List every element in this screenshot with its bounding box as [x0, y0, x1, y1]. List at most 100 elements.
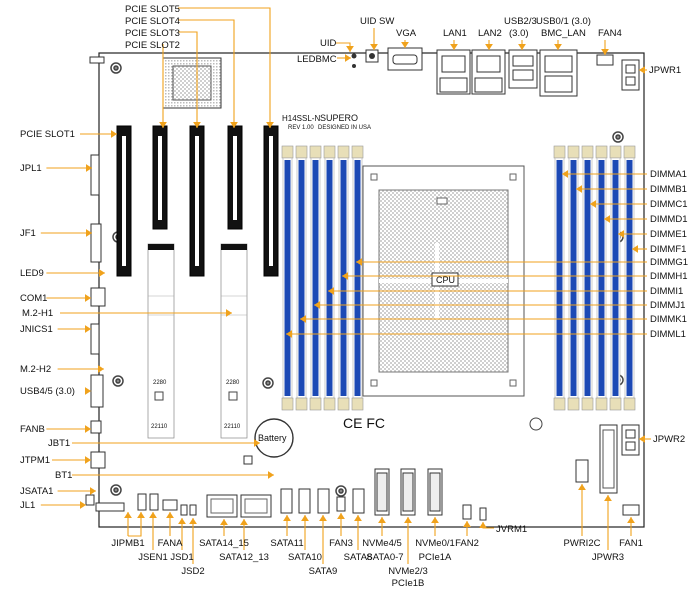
fan4-label: FAN4 [598, 28, 622, 39]
leader-arrowhead [85, 425, 91, 433]
jpwr3-label: JPWR3 [592, 552, 624, 563]
usb01-label: USB0/1 (3.0) [536, 16, 591, 27]
fanb-header [90, 420, 102, 434]
nvme23-label: NVMe2/3 [388, 566, 428, 577]
jtpm1-header [90, 451, 106, 469]
leader-arrowhead [124, 512, 132, 518]
pcie-slot2-label: PCIE SLOT2 [125, 40, 180, 51]
m2-h2-label: M.2-H2 [20, 364, 51, 375]
jsd1-label: JSD1 [170, 552, 193, 563]
usb45-header [90, 374, 104, 408]
leader-arrowhead [300, 315, 306, 323]
jpwr3-connector [599, 424, 618, 494]
fan2-label: FAN2 [455, 538, 479, 549]
uid-led [351, 53, 357, 59]
ledbmc-led [352, 64, 356, 68]
leader-arrowhead [99, 269, 105, 277]
dimm-slot-left-1 [281, 145, 294, 411]
leader-arrowhead [328, 287, 334, 295]
leader-arrowhead [137, 512, 145, 518]
leader-arrowhead [576, 185, 582, 193]
leader-arrowhead [319, 515, 327, 521]
pcie-slot4-leader [178, 19, 235, 128]
leader-arrowhead [193, 122, 201, 128]
nvme45-label: NVMe4/5 [362, 538, 402, 549]
leader-arrowhead [485, 44, 493, 50]
sata11-label: SATA11 [270, 538, 303, 549]
sata12-13-label: SATA12_13 [219, 552, 269, 563]
sata14-15-label: SATA14_15 [199, 538, 249, 549]
pcie-slot3-leader [178, 31, 198, 128]
uid-label: UID [320, 38, 337, 49]
fan3-header [336, 496, 346, 512]
bmc-chip-core [172, 65, 212, 101]
jtpm1-label: JTPM1 [20, 455, 50, 466]
nvme-connectors [374, 468, 443, 516]
leader-arrowhead [632, 245, 638, 253]
leader-arrowhead [479, 522, 487, 528]
com1-header [90, 287, 106, 307]
board-rev: REV 1.00 [288, 125, 314, 131]
m2-slot-h2: 2280 22110 [220, 243, 248, 439]
jsata1-header [95, 502, 125, 512]
leader-arrowhead [268, 471, 274, 479]
leader-arrowhead [450, 44, 458, 50]
dimmd1-label: DIMMD1 [650, 214, 687, 225]
board-brand: SUPERO [320, 113, 358, 123]
jpwr2-connector [621, 424, 640, 456]
leader-arrowhead [378, 517, 386, 523]
dimmf1-label: DIMMF1 [650, 244, 686, 255]
jsata1-label: JSATA1 [20, 486, 53, 497]
jipmb1-branch-leader [128, 512, 142, 537]
board-model: H14SSL-N [282, 114, 320, 123]
dimmh1-label: DIMMH1 [650, 271, 687, 282]
dimm-slot-left-4 [323, 145, 336, 411]
recycle-mark [529, 417, 543, 431]
leader-arrowhead [86, 164, 92, 172]
leader-arrowhead [254, 439, 260, 447]
leader-arrowhead [627, 517, 635, 523]
leader-arrowhead [463, 521, 471, 527]
dimm-slots-left [281, 145, 364, 411]
dimmc1-label: DIMMC1 [650, 199, 687, 210]
board-designed: DESIGNED IN USA [318, 125, 371, 131]
lan1-label: LAN1 [443, 28, 467, 39]
leader-arrowhead [604, 215, 610, 223]
leader-arrowhead [166, 512, 174, 518]
leader-arrowhead [604, 495, 612, 501]
jsd1-header [180, 504, 188, 516]
fan3-label: FAN3 [329, 538, 353, 549]
leader-arrowhead [189, 518, 197, 524]
leader-arrowhead [301, 515, 309, 521]
jsen1-header [149, 493, 159, 511]
leader-arrowhead [98, 365, 104, 373]
m2-h1-size-2280: 2280 [153, 380, 167, 386]
cpu-socket: CPU [362, 165, 525, 397]
jl1-label: JL1 [20, 500, 35, 511]
usb45-label: USB4/5 (3.0) [20, 386, 75, 397]
jpl1-label: JPL1 [20, 163, 42, 174]
dimmg1-label: DIMMG1 [650, 257, 688, 268]
pcie-slot3-label: PCIE SLOT3 [125, 28, 180, 39]
leader-arrowhead [85, 294, 91, 302]
com1-label: COM1 [20, 293, 47, 304]
usb01-bmclan-connector [539, 49, 578, 97]
sata11-connector [280, 488, 293, 514]
m2-h2-size-2280: 2280 [226, 380, 240, 386]
bmc-lan-label: BMC_LAN [541, 28, 586, 39]
jsd2-header [189, 504, 197, 516]
jvrm1-label: JVRM1 [496, 524, 527, 535]
leader-arrowhead [80, 501, 86, 509]
m2-slot-h1: 2280 22110 [147, 243, 175, 439]
dimmi1-label: DIMMI1 [650, 286, 683, 297]
vga-label: VGA [396, 28, 417, 39]
jnics1-header [90, 323, 100, 355]
jpwr1-label: JPWR1 [649, 65, 681, 76]
dimme1-label: DIMME1 [650, 229, 687, 240]
leader-arrowhead [639, 435, 645, 443]
dimm-slot-right-2 [567, 145, 580, 411]
leader-arrowhead [618, 230, 624, 238]
battery-label: Battery [258, 433, 287, 443]
leader-arrowhead [226, 309, 232, 317]
